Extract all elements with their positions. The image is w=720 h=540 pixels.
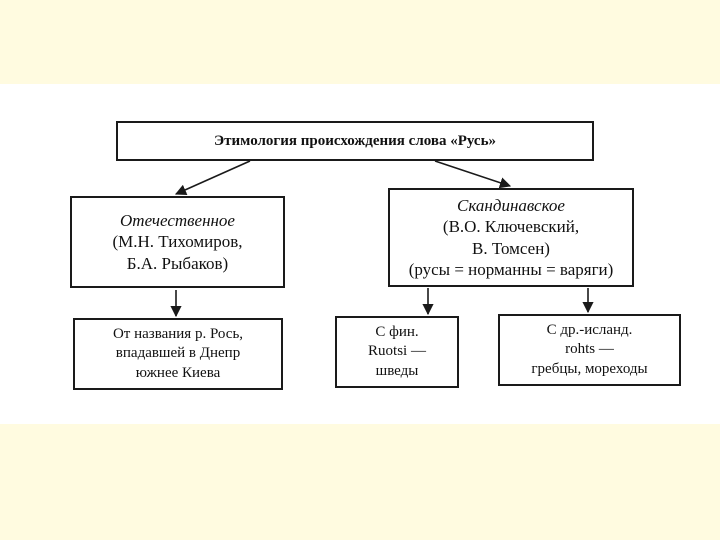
finnish-origin-line-1: С фин. (375, 323, 419, 340)
scandinavian-theory-equation: (русы = норманны = варяги) (408, 259, 614, 279)
ros-origin-line-1: От названия р. Рось, (112, 325, 244, 342)
icelandic-origin-box: С др.-исланд. rohts — гребцы, мореходы (498, 314, 681, 386)
icelandic-origin-line-2: rohts — (565, 341, 614, 358)
native-theory-box: Отечественное (М.Н. Тихомиров, Б.А. Рыба… (70, 196, 285, 288)
diagram-title-box: Этимология происхождения слова «Русь» (116, 121, 594, 161)
scandinavian-theory-authors-1: (В.О. Ключевский, (442, 217, 580, 237)
icelandic-origin-line-1: С др.-исланд. (546, 321, 633, 338)
native-theory-authors-1: (М.Н. Тихомиров, (112, 232, 243, 252)
finnish-origin-line-2: Ruotsi — (368, 343, 426, 360)
arrow-title-to-native (174, 160, 251, 196)
ros-origin-line-3: южнее Киева (135, 364, 221, 381)
arrow-title-to-scandinavian (434, 160, 512, 189)
scandinavian-theory-label: Скандинавское (457, 196, 565, 215)
native-theory-authors-2: Б.А. Рыбаков) (126, 253, 229, 273)
icelandic-origin-line-3: гребцы, мореходы (531, 360, 648, 377)
scandinavian-theory-box: Скандинавское (В.О. Ключевский, В. Томсе… (388, 188, 634, 287)
native-theory-label: Отечественное (120, 211, 235, 231)
scandinavian-theory-authors-2: В. Томсен) (472, 238, 550, 258)
ros-origin-line-2: впадавшей в Днепр (115, 345, 241, 362)
finnish-origin-box: С фин. Ruotsi — шведы (335, 316, 459, 388)
ros-river-origin-box: От названия р. Рось, впадавшей в Днепр ю… (73, 318, 283, 390)
diagram-title: Этимология происхождения слова «Русь» (214, 132, 496, 149)
finnish-origin-line-3: шведы (375, 362, 419, 379)
